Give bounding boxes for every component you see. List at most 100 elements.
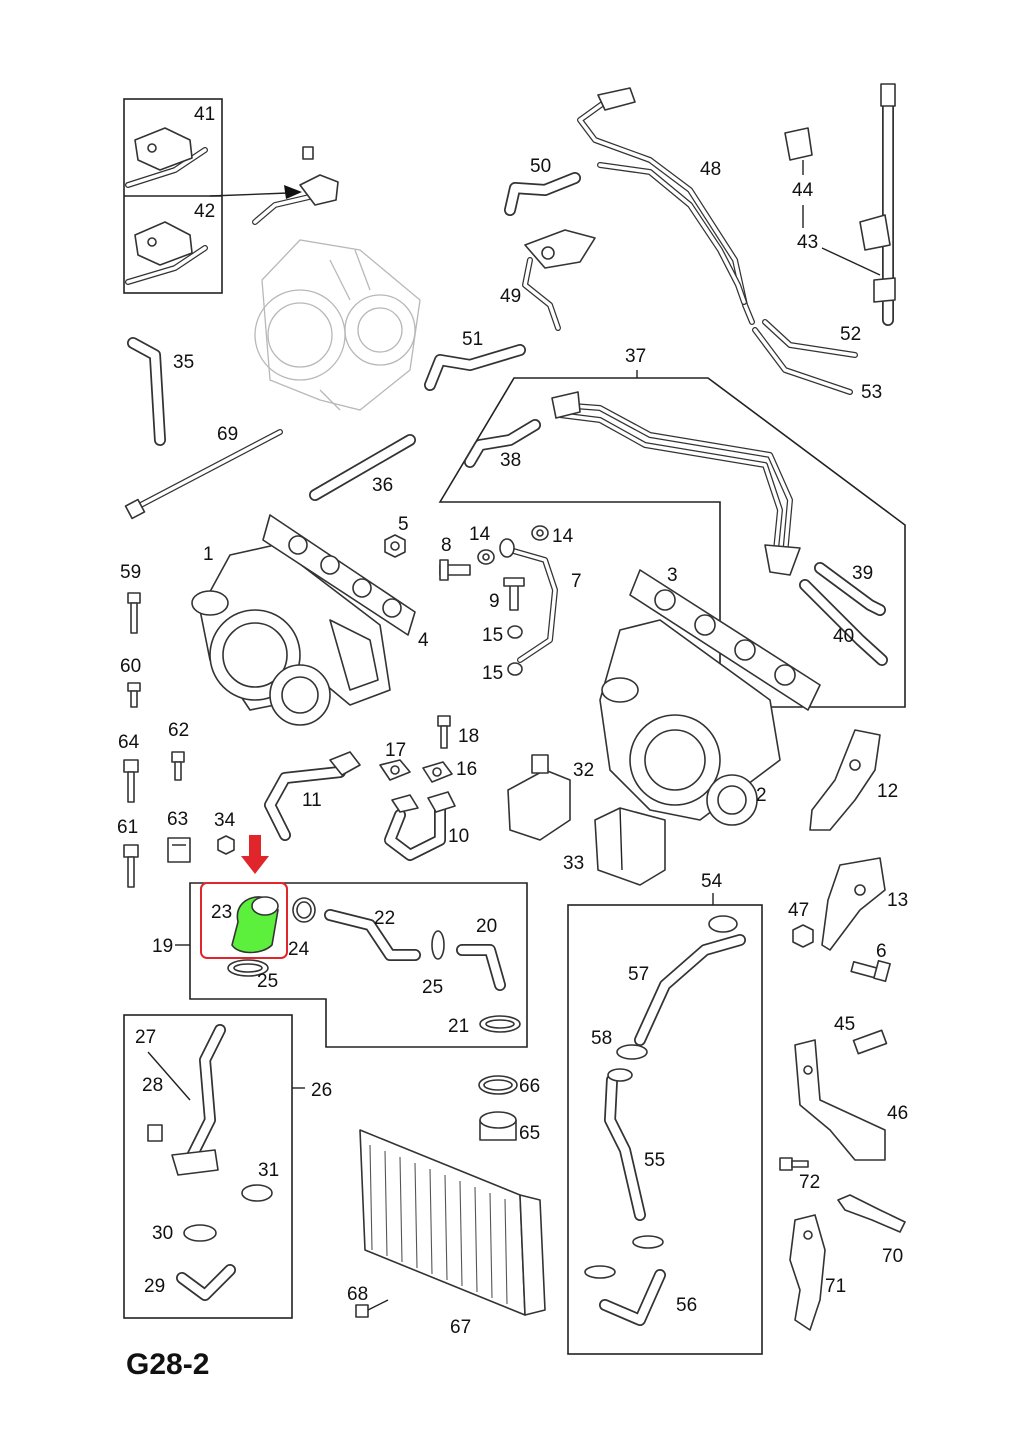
label-52: 52 xyxy=(840,324,861,345)
part-72-bolt xyxy=(779,1157,809,1171)
sheet-code: G28-2 xyxy=(126,1348,209,1381)
part-44-clip xyxy=(784,127,813,228)
label-29: 29 xyxy=(144,1276,165,1297)
label-56: 56 xyxy=(676,1295,697,1316)
part-11-pipe xyxy=(264,751,361,841)
part-45-fitting xyxy=(852,1029,888,1055)
part-58-clamp xyxy=(616,1044,648,1060)
part-53-hose xyxy=(752,327,853,395)
part-57-hose xyxy=(634,915,746,1046)
label-17: 17 xyxy=(385,740,406,761)
label-25b: 25 xyxy=(422,977,443,998)
label-22: 22 xyxy=(374,908,395,929)
part-15-washers xyxy=(507,625,523,676)
part-36-rod xyxy=(309,434,416,501)
engine-outline-ghost xyxy=(254,239,421,411)
part-37-pipe xyxy=(551,391,801,576)
part-43-rod xyxy=(821,83,896,326)
part-8-bolt xyxy=(439,559,471,581)
label-60: 60 xyxy=(120,656,141,677)
part-66-o-ring xyxy=(478,1075,518,1095)
group-54-frame xyxy=(567,904,763,1355)
part-65-cap xyxy=(479,1111,517,1141)
label-35: 35 xyxy=(173,352,194,373)
label-26: 26 xyxy=(311,1080,332,1101)
highlight-frame xyxy=(200,882,288,959)
part-35-hose xyxy=(127,337,166,446)
label-30: 30 xyxy=(152,1223,173,1244)
label-44: 44 xyxy=(792,180,814,201)
part-26-pipe xyxy=(147,1024,226,1176)
part-71-bracket xyxy=(789,1214,826,1331)
part-5-nut xyxy=(384,534,406,558)
label-66: 66 xyxy=(519,1076,540,1097)
part-23-highlighted-hose xyxy=(231,896,279,954)
part-70-bracket xyxy=(837,1194,906,1233)
label-2: 2 xyxy=(756,785,767,806)
part-24-clamp xyxy=(292,897,316,923)
label-48: 48 xyxy=(700,159,721,180)
label-53: 53 xyxy=(861,382,882,403)
part-29-elbow xyxy=(176,1264,236,1301)
part-42-clip xyxy=(125,221,208,285)
label-51: 51 xyxy=(462,329,483,350)
part-21-clamp xyxy=(479,1015,521,1033)
label-24: 24 xyxy=(288,939,310,960)
part-10-flex-pipe xyxy=(384,791,456,861)
label-42: 42 xyxy=(194,201,215,222)
part-69-cable-tie xyxy=(124,429,283,520)
part-28-plug xyxy=(147,1124,163,1142)
part-22-hose xyxy=(324,909,421,961)
label-10: 10 xyxy=(448,826,469,847)
label-20: 20 xyxy=(476,916,497,937)
label-5: 5 xyxy=(398,514,409,535)
part-40-hose xyxy=(799,579,888,666)
label-50: 50 xyxy=(530,156,551,177)
label-14a: 14 xyxy=(469,524,491,545)
part-12-bracket xyxy=(809,729,881,831)
label-37: 37 xyxy=(625,346,646,367)
label-31: 31 xyxy=(258,1160,279,1181)
label-38: 38 xyxy=(500,450,521,471)
label-49: 49 xyxy=(500,286,521,307)
label-59: 59 xyxy=(120,562,141,583)
group-26-frame xyxy=(123,1014,293,1319)
label-14b: 14 xyxy=(552,526,574,547)
label-71: 71 xyxy=(825,1276,846,1297)
label-70: 70 xyxy=(882,1246,903,1267)
label-19: 19 xyxy=(152,936,173,957)
label-16: 16 xyxy=(456,759,477,780)
part-25-clamp-right xyxy=(431,930,445,960)
label-64: 64 xyxy=(118,732,140,753)
part-59-bolt xyxy=(127,592,141,634)
label-18: 18 xyxy=(458,726,479,747)
label-46: 46 xyxy=(887,1103,908,1124)
part-54-clamps xyxy=(584,1235,664,1279)
part-38-hose xyxy=(464,419,541,468)
label-8: 8 xyxy=(441,535,452,556)
part-20-elbow xyxy=(456,944,506,991)
part-62-stud xyxy=(171,751,185,781)
label-62: 62 xyxy=(168,720,189,741)
label-6: 6 xyxy=(876,941,887,962)
label-54: 54 xyxy=(701,871,723,892)
part-14-washers xyxy=(477,525,549,565)
part-49-pipe xyxy=(522,229,596,331)
part-7-oil-pipe xyxy=(499,538,558,663)
label-40: 40 xyxy=(833,626,854,647)
group-19-frame xyxy=(189,882,528,1048)
group-37-frame xyxy=(438,377,906,708)
label-27: 27 xyxy=(135,1027,156,1048)
label-67: 67 xyxy=(450,1317,471,1338)
label-32: 32 xyxy=(573,760,594,781)
label-69: 69 xyxy=(217,424,238,445)
part-1-turbocharger xyxy=(191,544,391,726)
part-2-turbocharger xyxy=(599,619,781,826)
label-61: 61 xyxy=(117,817,138,838)
label-47: 47 xyxy=(788,900,809,921)
part-64-bolt xyxy=(123,759,139,803)
part-25-clamp-left xyxy=(227,959,269,977)
part-56-elbow xyxy=(599,1269,666,1326)
label-3: 3 xyxy=(667,565,678,586)
